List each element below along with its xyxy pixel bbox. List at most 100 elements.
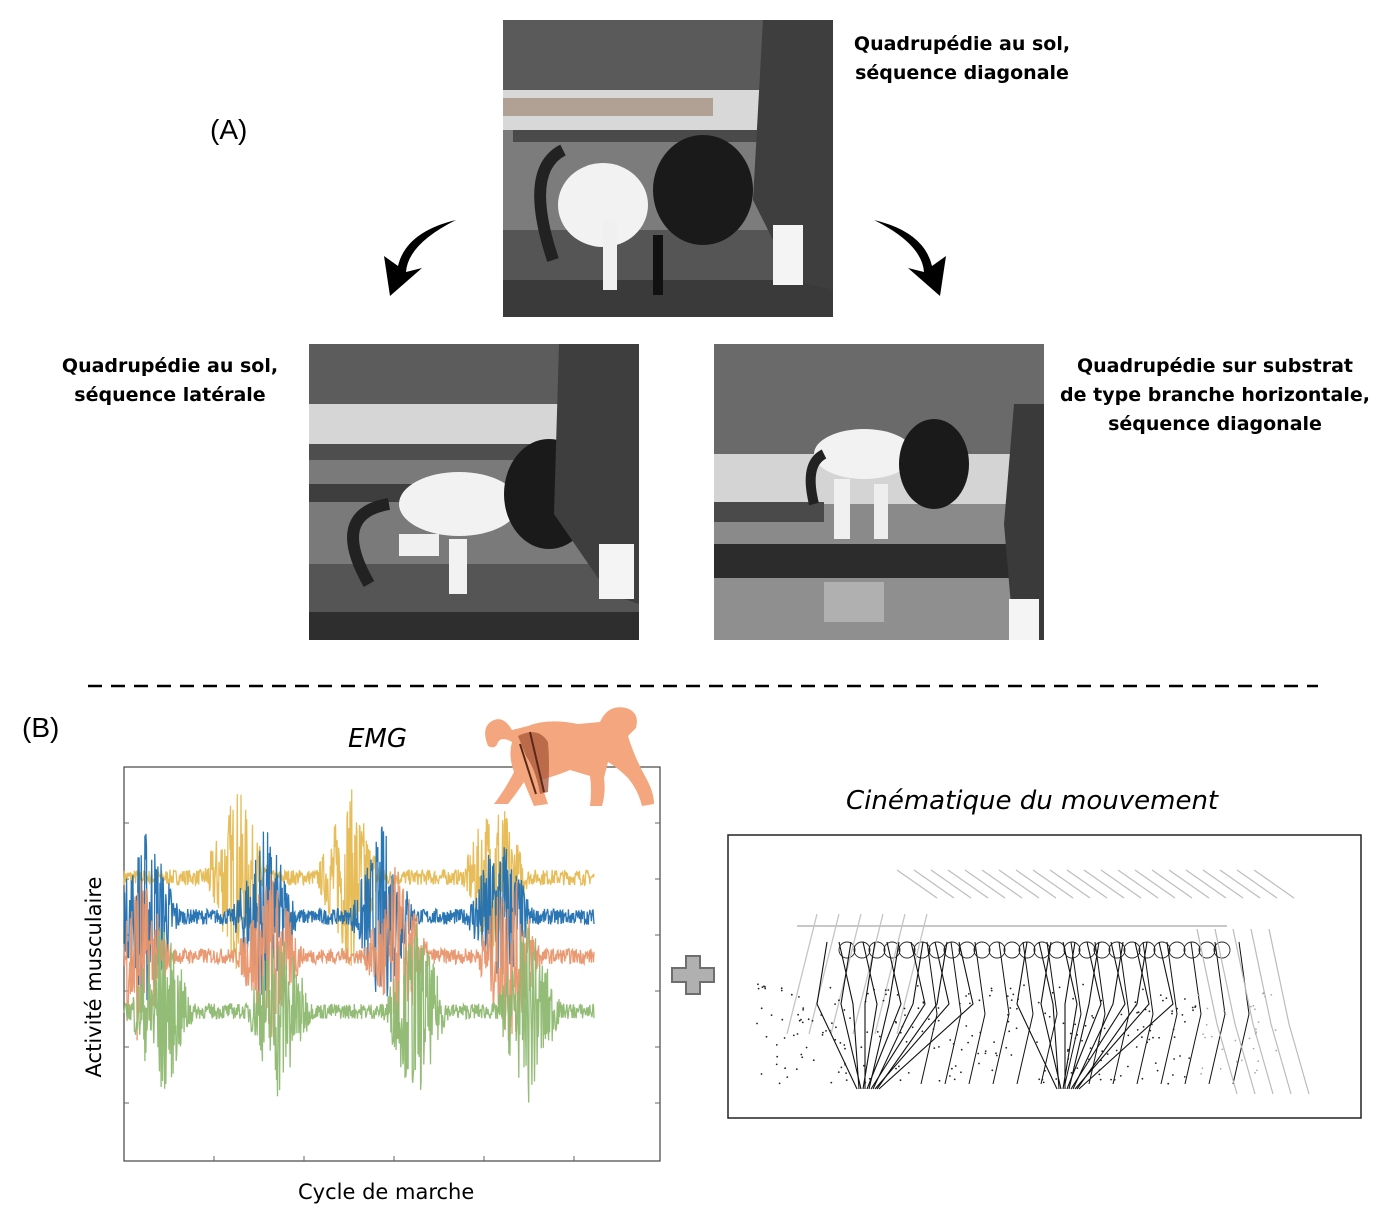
marker-dot xyxy=(984,1052,987,1055)
marker-dot xyxy=(1127,1034,1130,1037)
leg-stick xyxy=(868,941,900,1090)
limb-stick xyxy=(968,941,986,1085)
leg-trace-grey xyxy=(786,913,818,1035)
limb-stick xyxy=(1136,941,1154,1085)
marker-dot xyxy=(878,1035,881,1038)
tail-trace-line xyxy=(1185,869,1227,899)
marker-dot xyxy=(1184,998,1186,1000)
marker-dot xyxy=(781,1018,784,1021)
marker-dot xyxy=(1235,1060,1238,1063)
marker-dot xyxy=(1058,986,1061,989)
marker-dot xyxy=(778,1082,781,1085)
caption-ground-lateral: Quadrupédie au sol, séquence latérale xyxy=(61,355,279,406)
marker-dot xyxy=(866,1031,869,1033)
marker-dot xyxy=(1275,1049,1278,1052)
marker-dot xyxy=(1009,1007,1012,1009)
tail-trace-line xyxy=(1049,869,1091,899)
leg-stick xyxy=(1040,941,1062,1090)
marker-dot xyxy=(1098,1040,1101,1043)
leg-stick xyxy=(870,941,926,1090)
marker-dot xyxy=(812,1059,815,1062)
joint-circle xyxy=(1213,941,1231,959)
tail-trace-line xyxy=(1083,869,1125,899)
leg-stick xyxy=(1066,941,1102,1090)
marker-dot xyxy=(967,1041,969,1044)
marker-dot xyxy=(1137,1011,1140,1014)
marker-dot xyxy=(907,1072,910,1074)
marker-dot xyxy=(780,987,783,990)
marker-dot xyxy=(840,1066,843,1069)
marker-dot xyxy=(756,1022,758,1025)
marker-dot xyxy=(921,1030,924,1033)
limb-stick xyxy=(1088,941,1106,1085)
marker-dot xyxy=(1103,1027,1106,1030)
marker-dot xyxy=(1256,1069,1258,1072)
marker-dot xyxy=(917,1007,920,1010)
marker-dot xyxy=(1051,991,1054,994)
joint-circle xyxy=(1153,941,1171,959)
marker-dot xyxy=(1007,1013,1009,1016)
marker-dot xyxy=(903,1007,906,1010)
marker-dot xyxy=(1115,1049,1118,1052)
marker-dot xyxy=(1106,1053,1109,1055)
marker-dot xyxy=(820,1014,823,1016)
tail-trace-line xyxy=(1134,869,1176,899)
leg-stick xyxy=(862,941,878,1090)
caption-ground-diagonal: Quadrupédie au sol, séquence diagonale xyxy=(853,33,1071,84)
marker-dot xyxy=(1162,999,1164,1002)
marker-dot xyxy=(1176,1007,1178,1010)
marker-dot xyxy=(1136,1011,1138,1014)
marker-dot xyxy=(831,1022,833,1024)
marker-dot xyxy=(1149,1029,1152,1032)
leg-stick xyxy=(1038,941,1060,1090)
tail-trace-line xyxy=(1015,869,1057,899)
marker-dot xyxy=(1152,1036,1154,1039)
joint-circle xyxy=(1123,941,1141,959)
emg-plot-frame xyxy=(123,766,661,1162)
caption-branch-diagonal: Quadrupédie sur substrat de type branche… xyxy=(1060,355,1370,435)
marker-dot xyxy=(795,1068,798,1071)
limb-stick xyxy=(1064,941,1082,1085)
joint-circle xyxy=(898,941,916,959)
leg-stick xyxy=(1074,941,1150,1090)
marker-dot xyxy=(978,1062,980,1065)
marker-dot xyxy=(765,1035,768,1038)
marker-dot xyxy=(1074,1023,1077,1026)
marker-dot xyxy=(949,1075,951,1077)
marker-dot xyxy=(971,1034,974,1037)
marker-dot xyxy=(1067,1058,1070,1060)
marker-dot xyxy=(1240,1059,1243,1062)
marker-dot xyxy=(829,986,832,989)
marker-dot xyxy=(958,1002,961,1005)
marker-dot xyxy=(1148,1010,1151,1013)
marker-dot xyxy=(1100,999,1103,1002)
limb-stick xyxy=(1040,941,1058,1085)
marker-dot xyxy=(933,1047,936,1049)
marker-dot xyxy=(843,1009,846,1011)
marker-dot xyxy=(1042,1081,1045,1084)
marker-dot xyxy=(887,989,890,991)
marker-dot xyxy=(757,983,759,986)
marker-dot xyxy=(937,1007,940,1009)
marker-dot xyxy=(834,1038,837,1041)
marker-dot xyxy=(764,986,766,988)
marker-dot xyxy=(807,1018,810,1021)
marker-dot xyxy=(1264,995,1266,998)
marker-dot xyxy=(1120,1013,1123,1016)
leg-stick xyxy=(1062,941,1078,1090)
marker-dot xyxy=(802,1007,805,1009)
photo-branch-diagonal xyxy=(714,344,1044,640)
leg-stick xyxy=(1078,941,1174,1090)
marker-dot xyxy=(1092,1016,1095,1019)
marker-dot xyxy=(867,992,869,995)
marker-dot xyxy=(1142,988,1144,991)
marker-dot xyxy=(1198,994,1200,997)
marker-dot xyxy=(1234,1039,1237,1042)
joint-circle xyxy=(1003,941,1021,959)
marker-dot xyxy=(991,1069,994,1072)
marker-dot xyxy=(1076,1034,1079,1036)
marker-dot xyxy=(1066,1050,1069,1052)
kinematics-title: Cinématique du mouvement xyxy=(846,786,1219,816)
marker-dot xyxy=(1006,995,1009,997)
marker-dot xyxy=(1037,1001,1040,1004)
